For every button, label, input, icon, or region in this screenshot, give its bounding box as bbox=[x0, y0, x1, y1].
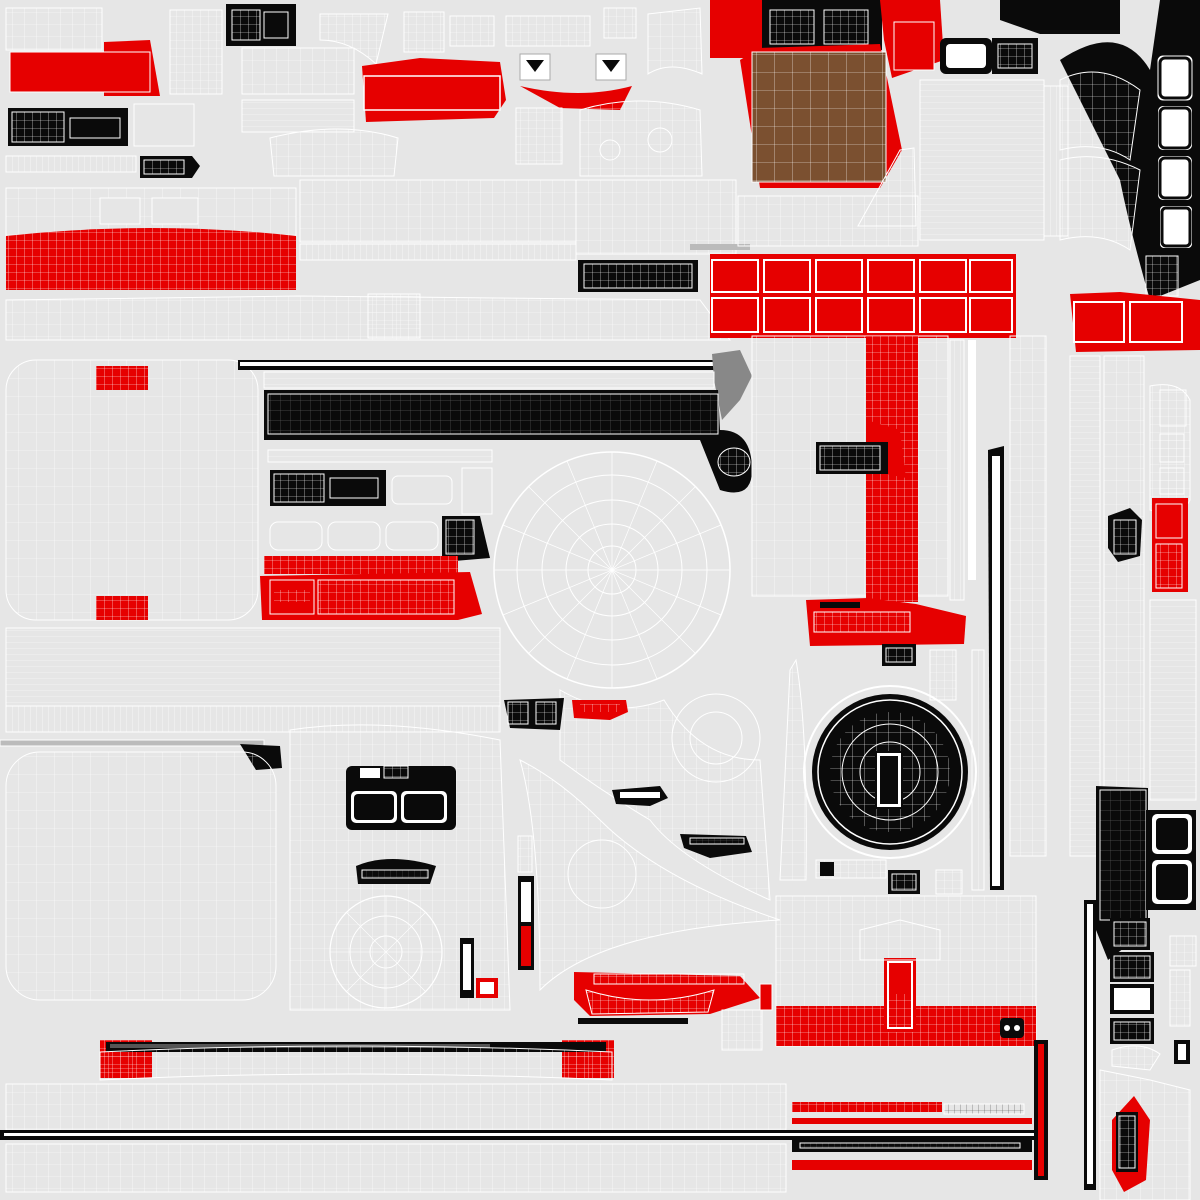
uv-island-left-panel bbox=[0, 359, 501, 1001]
uv-island-far-right bbox=[1069, 355, 1197, 1200]
uv-island-center-disc bbox=[493, 451, 781, 992]
uv-island-center-left bbox=[238, 350, 752, 620]
uv-island-center-lower bbox=[289, 724, 534, 1011]
uv-island-top-center bbox=[5, 7, 750, 341]
uv-island-right-center bbox=[721, 335, 1048, 1180]
uv-island-top-right bbox=[710, 0, 1200, 352]
uv-island-bottom-strips bbox=[0, 972, 1040, 1193]
uv-island-top-left bbox=[5, 4, 399, 290]
